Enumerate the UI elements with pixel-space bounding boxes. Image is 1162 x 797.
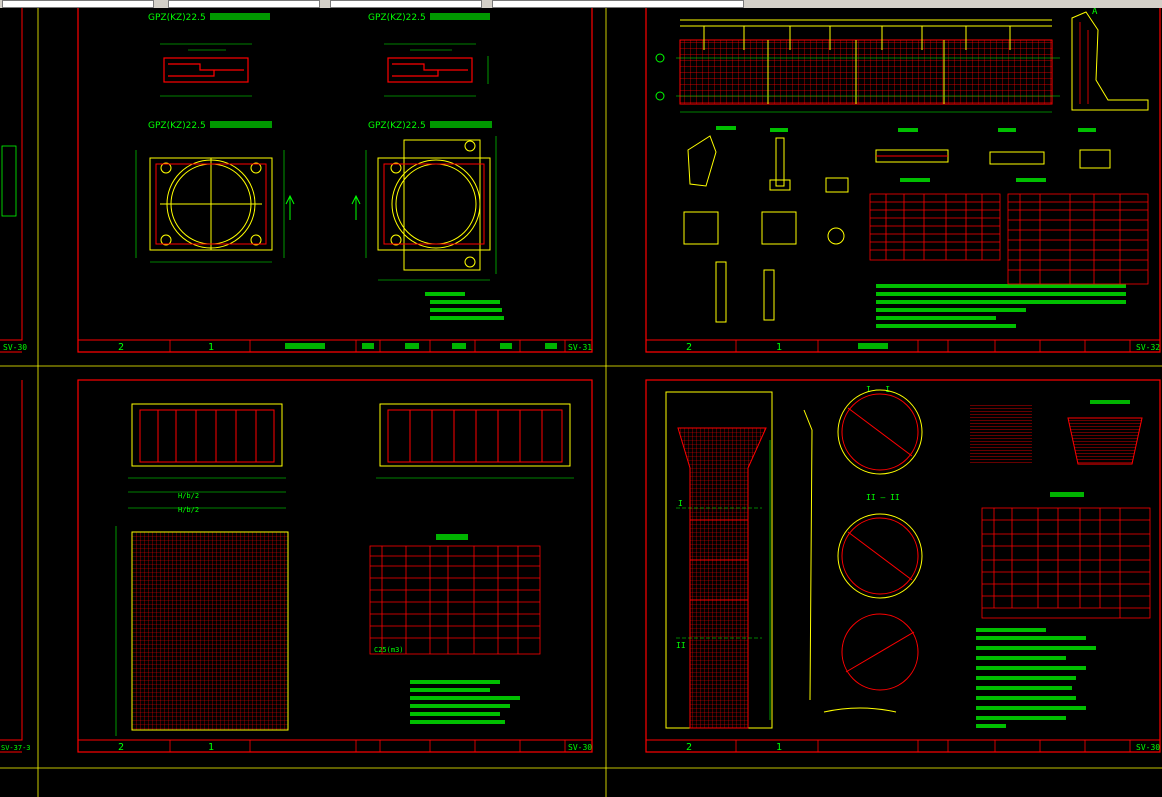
- tr-col2: 1: [776, 342, 782, 353]
- bl-concrete-total: C25(m3): [374, 646, 404, 654]
- br-sheet-no: SV-30: [1136, 743, 1160, 752]
- sheet-top-right: 2 1 SV-32 A: [645, 8, 1161, 353]
- cad-canvas[interactable]: SV-30 SV-37-3 2 1 SV-31 GPZ(KZ)22.5 GPZ(…: [0, 8, 1162, 797]
- tl-sheet-no: SV-31: [568, 343, 592, 352]
- bl-sheet-no: SV-30: [568, 743, 592, 752]
- br-col1: 2: [686, 742, 692, 753]
- left-sheet-top-no: SV-30: [3, 343, 27, 352]
- tl-bearing-title-1: GPZ(KZ)22.5: [148, 13, 206, 23]
- layer-dropdown[interactable]: [2, 0, 154, 8]
- bl-dim-label-1: H/b/2: [178, 492, 199, 500]
- sheet-bottom-right: 2 1 SV-30 I II I — I II — II: [645, 379, 1161, 753]
- linetype-dropdown[interactable]: [330, 0, 482, 8]
- bl-dim-label-2: H/b/2: [178, 506, 199, 514]
- lineweight-dropdown[interactable]: [492, 0, 744, 8]
- tl-bearing-title-2: GPZ(KZ)22.5: [368, 13, 426, 23]
- sheet-top-left: 2 1 SV-31 GPZ(KZ)22.5 GPZ(KZ)22.5 GPZ(KZ…: [77, 8, 593, 353]
- tl-bearing-title-4: GPZ(KZ)22.5: [368, 121, 426, 131]
- tr-col1: 2: [686, 342, 692, 353]
- bl-col1: 2: [118, 742, 124, 753]
- sheet-bottom-left: 2 1 SV-30 H/b/2 H/b/2 C25(m3): [77, 379, 593, 753]
- tl-bearing-title-3: GPZ(KZ)22.5: [148, 121, 206, 131]
- br-section-2: II — II: [866, 493, 900, 502]
- br-col2: 1: [776, 742, 782, 753]
- bl-col2: 1: [208, 742, 214, 753]
- br-roman-ii: II: [676, 641, 686, 650]
- color-dropdown[interactable]: [168, 0, 320, 8]
- left-sheet-bottom-no: SV-37-3: [1, 744, 31, 752]
- br-section-1: I — I: [866, 385, 890, 394]
- tl-col2: 1: [208, 342, 214, 353]
- left-edge-sheets: SV-30 SV-37-3: [0, 8, 31, 753]
- br-roman-i: I: [678, 499, 683, 508]
- tr-section-mark: A: [1092, 8, 1098, 17]
- tr-sheet-no: SV-32: [1136, 343, 1160, 352]
- tl-col1: 2: [118, 342, 124, 353]
